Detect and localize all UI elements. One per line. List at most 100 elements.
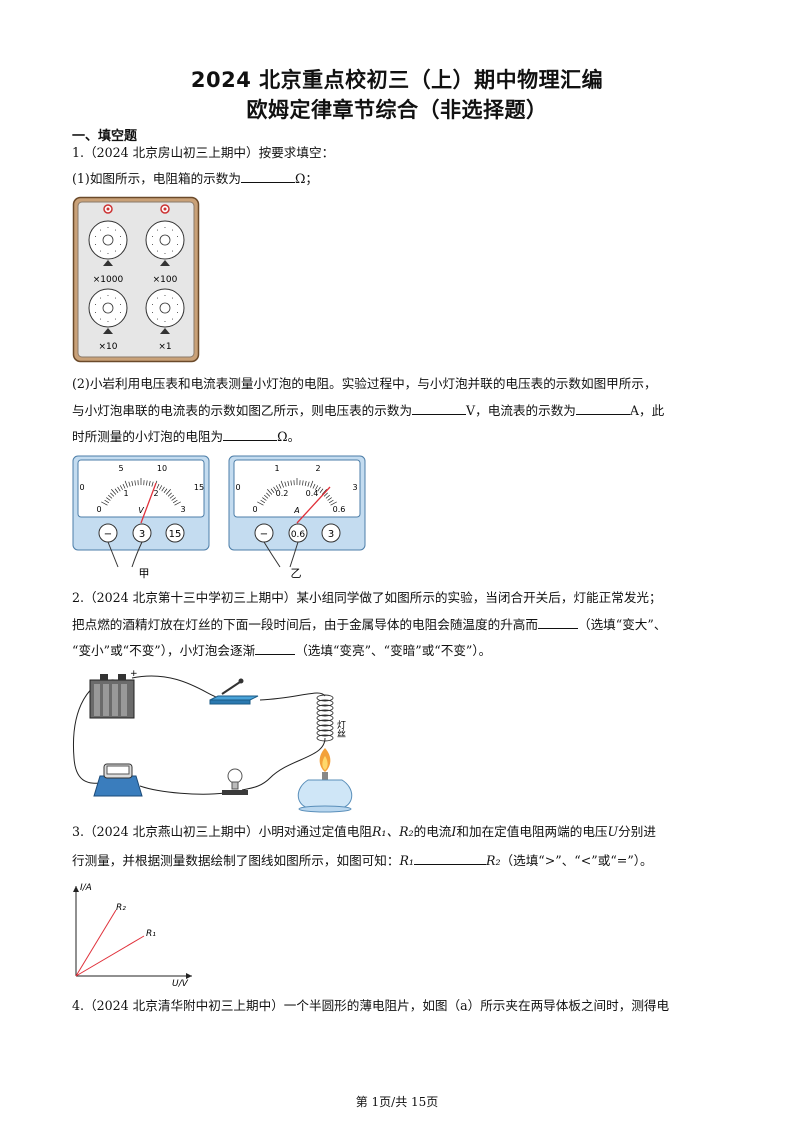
- q1-part1-text: (1)如图所示，电阻箱的示数为: [72, 171, 241, 186]
- svg-text:·: ·: [95, 233, 97, 241]
- svg-text:·: ·: [172, 248, 174, 256]
- q3-r2: R₂: [485, 853, 501, 868]
- q3-text-e: 和加在定值电阻两端的电压: [456, 824, 608, 839]
- svg-text:·: ·: [107, 292, 109, 300]
- svg-text:·: ·: [115, 226, 117, 234]
- vm-unit: V: [138, 506, 144, 515]
- vm-outer-tick: 15: [194, 483, 204, 492]
- svg-text:·: ·: [176, 233, 178, 241]
- svg-text:·: ·: [176, 301, 178, 309]
- answer-blank[interactable]: [537, 616, 578, 629]
- svg-text:·: ·: [176, 241, 178, 249]
- q2-text-c: “变小”或“不变”），小灯泡会逐渐: [72, 643, 256, 658]
- q1-part2-text-e: Ω。: [277, 429, 301, 444]
- svg-text:·: ·: [176, 309, 178, 317]
- q4-line1: 4.（2024 北京清华附中初三上期中）一个半圆形的薄电阻片，如图（a）所示夹在…: [72, 998, 670, 1013]
- dial-label-1: ×1: [158, 342, 171, 352]
- q3-text-a: 3.（2024 北京燕山初三上期中）小明对通过定值电阻: [72, 824, 372, 839]
- svg-text:·: ·: [115, 316, 117, 324]
- section-heading: 一、填空题: [72, 129, 138, 144]
- svg-text:·: ·: [99, 248, 101, 256]
- am-inner-tick: 0.4: [306, 489, 319, 498]
- y-axis-label: I/A: [80, 883, 92, 893]
- svg-text:·: ·: [119, 233, 121, 241]
- line-r2: [75, 909, 117, 977]
- svg-text:·: ·: [99, 294, 101, 302]
- r2-label: R₂: [116, 903, 126, 913]
- page-subtitle: 欧姆定律章节综合（非选择题）: [246, 98, 548, 122]
- am-terminal-label: 0.6: [291, 530, 306, 540]
- vm-outer-tick: 0: [79, 483, 84, 492]
- q1-part1: (1)如图所示，电阻箱的示数为 Ω；: [72, 170, 318, 187]
- page-footer: 第 1页/共 15页: [355, 1095, 439, 1109]
- ammeter-needle: [296, 486, 331, 524]
- voltmeter-figure: 0 5 10 15 0 1 2 3 V − 3 15 甲: [72, 455, 210, 580]
- vm-terminal-label: −: [104, 529, 112, 540]
- svg-text:·: ·: [107, 224, 109, 232]
- answer-blank[interactable]: [240, 170, 295, 183]
- dial-label-100: ×100: [153, 275, 178, 285]
- svg-text:·: ·: [172, 294, 174, 302]
- answer-blank[interactable]: [223, 428, 278, 441]
- dial-knob-icon: ··········: [145, 204, 185, 266]
- vm-outer-tick: 5: [118, 464, 123, 473]
- svg-text:·: ·: [164, 250, 166, 258]
- resistance-box-figure: ········································…: [72, 196, 200, 363]
- answer-blank[interactable]: [412, 402, 467, 415]
- q1-stem: 1.（2024 北京房山初三上期中）按要求填空：: [72, 145, 335, 160]
- svg-text:·: ·: [99, 316, 101, 324]
- svg-text:·: ·: [164, 224, 166, 232]
- svg-text:·: ·: [119, 241, 121, 249]
- svg-text:·: ·: [156, 248, 158, 256]
- am-inner-tick: 0.6: [333, 505, 346, 514]
- am-inner-tick: 0: [252, 505, 257, 514]
- filament-coil-icon: [316, 694, 334, 742]
- svg-text:·: ·: [95, 301, 97, 309]
- ammeter-caption: 乙: [291, 567, 302, 580]
- q2-text-d: （选填“变亮”、“变暗”或“不变”）。: [295, 643, 492, 658]
- voltmeter-caption: 甲: [139, 567, 150, 580]
- am-outer-tick: 0: [235, 483, 240, 492]
- battery-plus-label: +: [130, 669, 138, 679]
- svg-text:·: ·: [119, 309, 121, 317]
- svg-text:·: ·: [172, 316, 174, 324]
- q2-line2: 把点燃的酒精灯放在灯丝的下面一段时间后，由于金属导体的电阻会随温度的升高而（选填…: [72, 616, 666, 633]
- svg-text:·: ·: [164, 292, 166, 300]
- svg-text:·: ·: [156, 226, 158, 234]
- svg-text:·: ·: [107, 318, 109, 326]
- svg-text:·: ·: [152, 309, 154, 317]
- q2-line3: “变小”或“不变”），小灯泡会逐渐 （选填“变亮”、“变暗”或“不变”）。: [72, 642, 491, 659]
- q3-voltage-symbol: U: [607, 824, 619, 839]
- answer-blank[interactable]: [413, 852, 486, 865]
- q3-text-h: 行测量，并根据测量数据绘制了图线如图所示，如图可知：: [72, 853, 400, 868]
- vm-inner-tick: 0: [96, 505, 101, 514]
- dial-label-1000: ×1000: [93, 275, 124, 285]
- q2-text-a: 把点燃的酒精灯放在灯丝的下面一段时间后，由于金属导体的电阻会随温度的升高而: [72, 617, 538, 632]
- q3-line1: 3.（2024 北京燕山初三上期中）小明对通过定值电阻R₁、R₂的电流I和加在定…: [72, 824, 656, 840]
- svg-text:·: ·: [115, 294, 117, 302]
- q1-part2-text-d: 时所测量的小灯泡的电阻为: [72, 429, 224, 444]
- am-terminal-label: −: [260, 529, 268, 540]
- am-inner-tick: 0.2: [276, 489, 289, 498]
- svg-text:·: ·: [164, 318, 166, 326]
- circuit-figure: + 灯丝: [72, 669, 353, 813]
- svg-text:·: ·: [152, 301, 154, 309]
- battery-icon: [89, 674, 135, 719]
- q3-current-symbol: I: [451, 824, 457, 839]
- q1-part1-unit: Ω；: [294, 171, 319, 186]
- q3-resistor-names: R₁、R₂: [371, 824, 414, 839]
- svg-text:·: ·: [119, 301, 121, 309]
- dial-label-10: ×10: [99, 342, 118, 352]
- q3-text-c: 的电流: [413, 824, 452, 839]
- vm-terminal-label: 3: [139, 529, 145, 540]
- q3-r1: R₁: [399, 853, 414, 868]
- am-terminal-label: 3: [328, 529, 334, 540]
- dial-knob-icon: ··········: [88, 288, 128, 334]
- svg-text:·: ·: [152, 241, 154, 249]
- vm-outer-tick: 10: [157, 464, 167, 473]
- svg-text:·: ·: [152, 233, 154, 241]
- light-bulb-icon: [222, 768, 248, 795]
- answer-blank[interactable]: [575, 402, 630, 415]
- answer-blank[interactable]: [255, 642, 296, 655]
- am-terminal-3: [321, 523, 341, 543]
